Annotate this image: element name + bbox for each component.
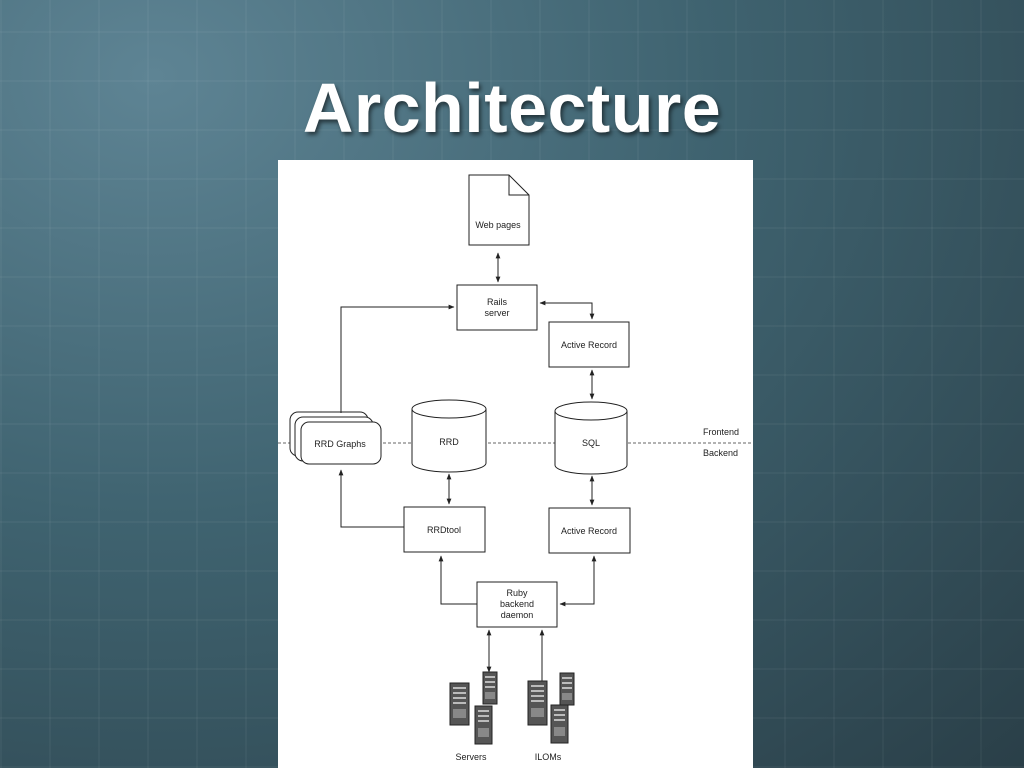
ruby-backend-daemon-box: Ruby backend daemon (476, 581, 558, 628)
ruby-daemon-label-2: backend (500, 599, 534, 609)
svg-text:server: server (484, 308, 509, 318)
active-record-top-box: Active Record (548, 321, 630, 368)
rrd-graphs-label: RRD Graphs (314, 439, 366, 449)
svg-text:daemon: daemon (501, 610, 534, 620)
rails-server-box: Rails server (456, 284, 538, 331)
sql-database: SQL (554, 401, 628, 475)
rrd-database: RRD (411, 399, 487, 473)
servers-icon (449, 671, 498, 745)
ruby-daemon-label-1: Ruby (506, 588, 528, 598)
backend-label: Backend (703, 448, 738, 458)
active-record-bottom-label: Active Record (561, 526, 617, 536)
ruby-daemon-label-3: daemon (501, 610, 534, 620)
active-record-bottom-box: Active Record (548, 507, 631, 554)
frontend-label: Frontend (703, 427, 739, 437)
web-pages-label: Web pages (475, 220, 521, 230)
slide-title: Architecture (302, 69, 722, 147)
servers-label: Servers (455, 752, 487, 762)
sql-label: SQL (582, 438, 600, 448)
svg-text:Rails: Rails (487, 297, 508, 307)
iloms-icon (527, 672, 575, 744)
active-record-top-label: Active Record (561, 340, 617, 350)
connector-daemon-activerecord (559, 555, 597, 607)
svg-text:Ruby: Ruby (506, 588, 528, 598)
web-pages-document: Web pages (468, 174, 530, 246)
rails-server-label-1: Rails (487, 297, 508, 307)
rrd-label: RRD (439, 437, 459, 447)
svg-text:backend: backend (500, 599, 534, 609)
iloms-label: ILOMs (535, 752, 562, 762)
diagram-canvas: Frontend Backend Web pages Rails server … (278, 174, 753, 762)
architecture-diagram: Frontend Backend Web pages Rails server … (278, 160, 753, 768)
rrdtool-box: RRDtool (403, 506, 486, 553)
rails-server-label-2: server (484, 308, 509, 318)
rrdtool-label: RRDtool (427, 525, 461, 535)
connector-rrdtool-graphs (338, 469, 404, 528)
connector-rails-activerecord (539, 300, 595, 320)
rrd-graphs-stack: RRD Graphs (289, 411, 382, 465)
connector-daemon-rrdtool (438, 555, 477, 605)
connector-graphs-rails (340, 304, 455, 413)
